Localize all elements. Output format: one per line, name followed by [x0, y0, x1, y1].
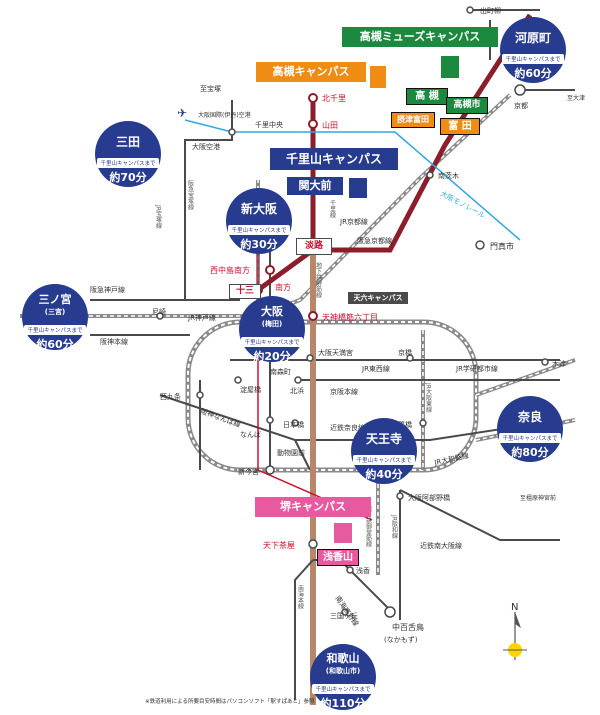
station-kizu: 木津 [552, 359, 566, 368]
station-osakatenmangu: 大阪天満宮 [318, 348, 353, 357]
station-tengachaya: 天下茶屋 [263, 540, 295, 550]
station-nishinakajima: 西中島南方 [210, 265, 250, 275]
line-label-senri: 千里線 [329, 199, 336, 218]
line-label-jr-gakken: JR学研都市線 [455, 364, 498, 373]
line-label-nankai: 南海本線 [297, 584, 304, 609]
line-label-kintetsu-nara: 近鉄奈良線 [330, 423, 365, 432]
station-namba: なんば [240, 430, 261, 439]
hub-sannomiya: 三ノ宮 (三宮) 千里山キャンパスまで 約60分 [22, 284, 88, 351]
station-minamimorimachi: 南森町 [270, 367, 291, 376]
campus-takatsuki: 高槻キャンパス [256, 62, 366, 82]
line-label-nankai-koya: 南海高野線 [333, 594, 360, 628]
station-amagasaki: 尼崎 [152, 307, 166, 316]
station-shisendai: 至大津 [567, 94, 585, 102]
hub-kawaramachi: 河原町 千里山キャンパスまで 約60分 [500, 17, 566, 83]
station-awaji: 淡路 [296, 238, 332, 255]
line-label-sakaisuji: 地下鉄堺筋線 [315, 261, 322, 298]
building-icon [441, 56, 459, 78]
north-label: N [511, 602, 518, 613]
station-yodoyabashi: 淀屋橋 [240, 385, 261, 394]
line-label-keihan: 京阪本線 [330, 387, 358, 396]
airplane-icon: ✈ [177, 106, 188, 120]
grey-stations [156, 6, 549, 618]
campus-senriyama: 千里山キャンパス [270, 148, 398, 170]
line-label-midosuji: 地下鉄御堂筋線 [365, 504, 372, 547]
station-minamikata: 南方 [275, 282, 291, 292]
line-label-kintetsu-minamiosaka: 近鉄南大阪線 [420, 541, 462, 550]
hub-shinosaka: 新大阪 千里山キャンパスまで 約30分 [226, 188, 292, 254]
station-tenjinbashi: 天神橋筋六丁目 [322, 312, 378, 322]
station-settsutonda: 摂津富田 [391, 112, 435, 128]
station-itami-airport: 大阪国際(伊丹)空港 [198, 111, 251, 119]
monorail-line [232, 131, 521, 241]
hub-wakayama: 和歌山 (和歌山市) 千里山キャンパスまで 約110分 [310, 644, 376, 710]
line-label-jr-tozai: JR東西線 [361, 364, 390, 373]
station-kadoma: 門真市 [490, 241, 514, 251]
line-label-jr-kobe: JR神戸線 [187, 313, 216, 322]
station-shitakarazuka: 至宝塚 [200, 84, 221, 93]
station-shinimamiya: 新今宮 [238, 467, 259, 476]
line-label-hankyu-kobe: 阪急神戸線 [90, 285, 125, 294]
station-nihonbashi: 日本橋 [283, 420, 304, 429]
hub-tennoji: 天王寺 千里山キャンパスまで 約40分 [351, 418, 417, 484]
station-kandaimae: 関大前 [287, 177, 343, 195]
north-arrow [503, 612, 527, 660]
line-label-jr-osakahigashi: JR大阪東線 [425, 382, 432, 413]
line-label-jr-takarazuka: JR宝塚線 [155, 204, 162, 229]
building-icon [334, 523, 352, 543]
station-nakamozu-kana: (なかもず) [384, 635, 418, 644]
station-tsuruhashi: 鶴橋 [398, 420, 412, 429]
station-osakaabeno: 大阪阿部野橋 [408, 493, 450, 502]
building-icon [370, 66, 386, 88]
station-kitasenri: 北千里 [322, 93, 346, 103]
station-mikunigaoka: 三国ヶ丘 [330, 611, 358, 620]
station-nishikujo: 西九条 [160, 392, 181, 401]
hub-osaka: 大阪 (梅田) 千里山キャンパスまで 約20分 [239, 296, 305, 363]
station-takatsukishi: 高槻市 [446, 97, 488, 114]
line-label-hanshin-namba: 阪神なんば線 [199, 406, 242, 429]
station-yamada: 山田 [322, 120, 338, 130]
line-label-jr-hanwa: JR阪和線 [391, 514, 398, 539]
campus-tenroku: 天六キャンパス [348, 292, 408, 304]
station-juso: 十三 [229, 284, 261, 299]
station-tonda: 富 田 [440, 118, 480, 135]
station-senrichuo: 千里中央 [255, 120, 283, 129]
station-kyobashi: 京橋 [398, 348, 412, 357]
station-kitahama: 北浜 [290, 386, 304, 395]
line-label-hankyu-takarazuka: 阪急宝塚線 [187, 179, 194, 210]
jr-loop-line [185, 319, 479, 473]
station-minamiibaraki: 南茨木 [438, 171, 459, 180]
station-shikashiharajingu: 至橿原神宮前 [520, 494, 556, 502]
station-dobutsuen: 動物園前 [277, 448, 305, 457]
footnote: ※鉄道利用による所要目安時間はパソコンソフト「駅すぱあと」参照 [145, 697, 315, 705]
campus-takatsuki-muse: 高槻ミューズキャンパス [342, 27, 498, 47]
station-asaka: 浅香 [356, 566, 370, 575]
station-takatsuki: 高 槻 [406, 88, 448, 105]
station-osaka-airport: 大阪空港 [192, 142, 220, 151]
line-label-jr-kyoto: JR京都線 [339, 217, 368, 226]
line-label-hanshin: 阪神本線 [100, 337, 128, 346]
campus-sakai: 堺キャンパス [255, 497, 371, 517]
station-demachiyanagi: 出町柳 [480, 6, 501, 15]
line-label-hankyu-kyoto: 阪急京都線 [357, 236, 392, 245]
hub-nara: 奈良 千里山キャンパスまで 約80分 [497, 396, 563, 462]
station-kyoto: 京都 [514, 101, 528, 110]
station-nakamozu: 中百舌鳥 [392, 622, 424, 632]
station-asakayama: 浅香山 [317, 549, 359, 566]
building-icon [349, 178, 367, 198]
hub-sanda: 三田 千里山キャンパスまで 約70分 [95, 121, 161, 187]
